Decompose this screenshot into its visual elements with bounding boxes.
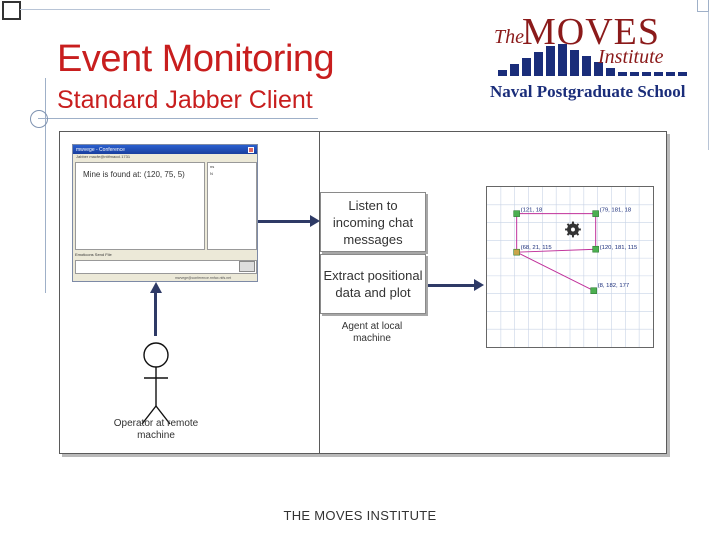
subtitle-rule bbox=[38, 118, 318, 119]
arrow-extract-to-plot bbox=[428, 284, 476, 287]
logo-bars-graphic bbox=[498, 44, 687, 76]
left-vertical-rule bbox=[45, 78, 46, 293]
chat-status: mwvege@conference.rmfax.ntfs.net bbox=[175, 276, 232, 280]
roster-item[interactable]: ns bbox=[210, 164, 215, 169]
slide-subtitle: Standard Jabber Client bbox=[57, 86, 313, 114]
plot-point-label: (68, 21, 115 bbox=[521, 245, 553, 251]
logo-institute-text: Institute bbox=[598, 46, 664, 68]
right-vertical-rule bbox=[708, 0, 709, 150]
roster-item[interactable]: N bbox=[210, 171, 213, 176]
diagram-divider bbox=[319, 131, 320, 454]
arrow-chat-to-listen bbox=[258, 220, 312, 223]
top-rule bbox=[20, 9, 270, 10]
chat-menu: Jabber macfe@ntifmacci.1731 bbox=[76, 154, 131, 159]
plot-segment bbox=[516, 251, 594, 292]
extract-box: Extract positional data and plot bbox=[320, 254, 426, 314]
listen-box: Listen to incoming chat messages bbox=[320, 192, 426, 252]
arrow-head-icon bbox=[150, 282, 162, 293]
logo-moves-text: MOVES bbox=[522, 11, 661, 53]
jabber-chat-window: mwvege - Conference Jabber macfe@ntifmac… bbox=[72, 144, 258, 282]
footer-text: THE MOVES INSTITUTE bbox=[283, 508, 437, 523]
plot-point-label: (121, 18 bbox=[521, 208, 543, 214]
chat-input[interactable] bbox=[75, 260, 257, 274]
arrow-head-icon bbox=[474, 279, 484, 291]
chat-titlebar: mwvege - Conference bbox=[73, 145, 257, 154]
plot-point-label: (79, 181, 18 bbox=[600, 208, 632, 214]
position-plot: (121, 18 (79, 181, 18 (68, 21, 115 (120,… bbox=[486, 186, 654, 348]
plot-point bbox=[592, 245, 599, 253]
plot-point bbox=[590, 287, 597, 294]
plot-point bbox=[513, 210, 520, 217]
chat-roster: ns N bbox=[207, 162, 257, 250]
plot-point-label: (120, 181, 115 bbox=[600, 245, 638, 251]
plot-point bbox=[513, 248, 520, 256]
agent-label: Agent at local machine bbox=[341, 321, 403, 344]
plot-segment bbox=[516, 248, 596, 253]
operator-figure-icon bbox=[141, 342, 171, 425]
slide-title: Event Monitoring bbox=[57, 38, 335, 80]
arrow-head-icon bbox=[310, 215, 320, 227]
arrow-operator-to-chat bbox=[154, 292, 157, 336]
logo-the-text: The bbox=[494, 26, 524, 48]
close-icon[interactable] bbox=[248, 146, 254, 153]
chat-message: Mine is found at: (120, 75, 5) bbox=[83, 170, 185, 179]
plot-point-label: (8, 182, 177 bbox=[598, 283, 630, 289]
gear-icon bbox=[565, 221, 581, 238]
moves-institute-logo: The MOVES Institute Naval Postgraduate S… bbox=[486, 10, 698, 105]
chat-message-area: Mine is found at: (120, 75, 5) bbox=[75, 162, 205, 250]
chat-title: mwvege - Conference bbox=[76, 146, 125, 153]
operator-label: Operator at remote machine bbox=[113, 418, 199, 441]
right-corner-decoration bbox=[697, 0, 709, 12]
logo-school-text: Naval Postgraduate School bbox=[490, 82, 686, 101]
send-button[interactable] bbox=[239, 261, 255, 272]
plot-point bbox=[592, 210, 599, 217]
corner-square-decoration bbox=[2, 1, 21, 20]
circle-decoration bbox=[30, 110, 48, 128]
chat-toolbar: Emoticons Send File bbox=[75, 252, 112, 257]
